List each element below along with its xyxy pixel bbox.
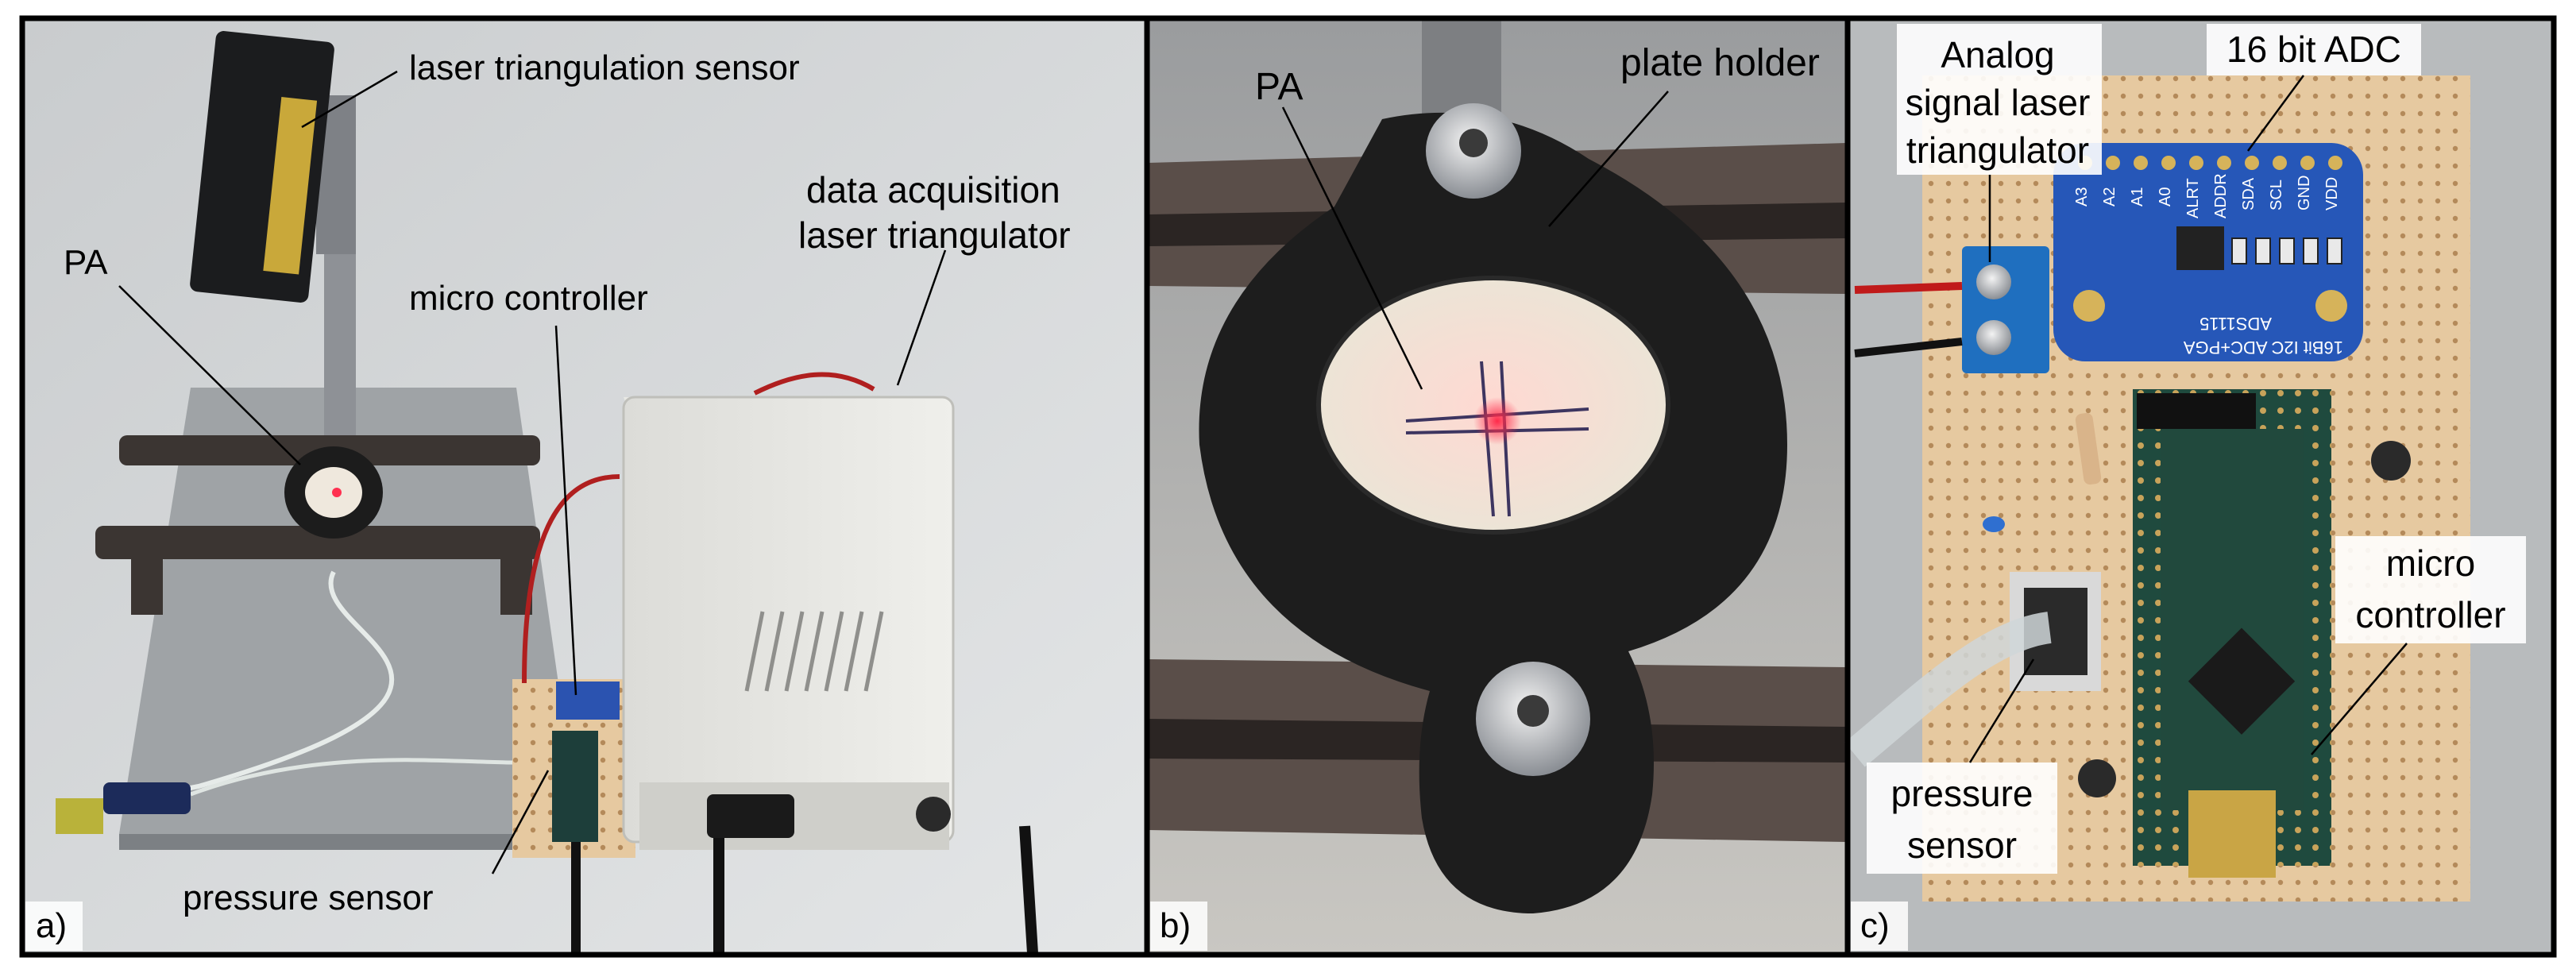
screw-top-hole bbox=[1459, 129, 1488, 157]
capacitor bbox=[2078, 759, 2116, 797]
cable-red-2 bbox=[753, 372, 875, 396]
label-micro: micro bbox=[2386, 542, 2475, 584]
plate-holder-rail-bottom bbox=[95, 526, 540, 559]
resistor bbox=[2075, 412, 2102, 485]
pin-label: ALRT bbox=[2184, 178, 2202, 218]
adc-pin-labels: VDD GND SCL SDA ADDR ALRT A0 A1 A2 A3 bbox=[2073, 173, 2341, 218]
label-laser-triangulator: laser triangulator bbox=[798, 214, 1071, 256]
terminal-block bbox=[1962, 246, 2049, 373]
panel-letter: a) bbox=[36, 906, 67, 945]
pin-label: A1 bbox=[2129, 187, 2146, 207]
rail-foot-left bbox=[131, 559, 163, 615]
label-analog: Analog bbox=[1941, 34, 2054, 75]
micro-controller-inner bbox=[2161, 429, 2304, 810]
panel-b-leader-lines bbox=[1281, 91, 1669, 390]
panel-c-leader-lines bbox=[1968, 75, 2408, 763]
wire-red bbox=[1854, 282, 1963, 294]
adc-chip-print-2: ADS1115 bbox=[2199, 314, 2272, 334]
daq-cable bbox=[713, 825, 1038, 954]
daq-connector bbox=[707, 794, 794, 838]
pin-label: A2 bbox=[2101, 187, 2118, 207]
label-16-bit-adc: 16 bit ADC bbox=[2226, 29, 2401, 70]
pin-label: GND bbox=[2296, 176, 2313, 210]
terminal-screw bbox=[1976, 320, 2011, 355]
capacitor bbox=[2371, 441, 2411, 481]
label-data-acquisition: data acquisition bbox=[806, 169, 1060, 210]
wire-black bbox=[1854, 338, 1963, 357]
adc-smd-parts bbox=[2231, 237, 2342, 264]
usb-connector bbox=[2188, 790, 2276, 878]
panel-c: VDD GND SCL SDA ADDR ALRT A0 A1 A2 A3 16… bbox=[1844, 20, 2552, 953]
data-acquisition-box bbox=[622, 396, 955, 844]
base-plate-edge bbox=[119, 834, 580, 850]
pressure-tube-2 bbox=[190, 758, 517, 797]
label-pa: PA bbox=[64, 243, 108, 282]
adc-chip bbox=[2176, 226, 2224, 270]
panel-b: PA plate holder b) bbox=[1149, 20, 1846, 953]
micro-controller-board bbox=[552, 731, 598, 842]
label-laser-triangulation-sensor: laser triangulation sensor bbox=[409, 48, 800, 87]
tube-fitting bbox=[103, 782, 191, 814]
label-pressure-sensor: pressure sensor bbox=[183, 878, 433, 917]
label-box-adc bbox=[2207, 24, 2421, 75]
adc-mount-hole bbox=[2315, 290, 2347, 322]
label-controller: controller bbox=[2355, 594, 2505, 635]
panel-a-leader-lines bbox=[118, 70, 947, 875]
adc-mount-hole bbox=[2073, 290, 2105, 322]
daq-vent-slots bbox=[744, 611, 884, 692]
label-box-analog bbox=[1897, 24, 2102, 175]
pin-label: SCL bbox=[2268, 180, 2285, 210]
label-sensor: sensor bbox=[1907, 824, 2017, 866]
panel-letter-box bbox=[1851, 902, 1908, 951]
label-triangulator: triangulator bbox=[1906, 129, 2089, 171]
adc-board bbox=[556, 681, 620, 720]
terminal-screw bbox=[1976, 264, 2011, 299]
screw-bottom-hole bbox=[1517, 695, 1549, 727]
pin-label: A3 bbox=[2073, 187, 2091, 207]
label-box-micro-controller bbox=[2335, 536, 2526, 643]
base-plate bbox=[119, 388, 580, 834]
pin-label: SDA bbox=[2240, 177, 2257, 210]
yellow-green-tape bbox=[56, 798, 103, 834]
laser-spot bbox=[1473, 397, 1521, 445]
panel-letter-box bbox=[1150, 902, 1207, 951]
panel-letter: b) bbox=[1160, 906, 1191, 945]
panel-letter-box bbox=[25, 902, 83, 951]
blue-capacitor bbox=[1983, 516, 2005, 532]
pin-label: ADDR bbox=[2212, 173, 2230, 218]
pin-label: A0 bbox=[2157, 187, 2174, 207]
panel-borders bbox=[19, 15, 2557, 958]
label-pressure: pressure bbox=[1891, 773, 2033, 814]
pa-laser-spot bbox=[332, 488, 342, 497]
laser-sensor-label-strip bbox=[263, 97, 318, 275]
daq-switch bbox=[916, 797, 951, 832]
panel-a: laser triangulation sensor PA micro cont… bbox=[24, 20, 1145, 954]
pin-label: VDD bbox=[2323, 177, 2341, 210]
label-plate-holder: plate holder bbox=[1620, 42, 1820, 84]
label-box-pressure-sensor bbox=[1867, 763, 2057, 874]
cable-red bbox=[522, 474, 620, 684]
adc-chip-print: 16Bit I2C ADC+PGA bbox=[2184, 338, 2343, 357]
pressure-tube bbox=[1844, 612, 2053, 767]
panel-letter: c) bbox=[1860, 906, 1890, 945]
label-micro-controller: micro controller bbox=[409, 279, 648, 318]
adc-pin-holes bbox=[2078, 156, 2342, 170]
label-pa: PA bbox=[1255, 66, 1303, 108]
sensor-stand-post bbox=[324, 230, 356, 445]
label-signal-laser: signal laser bbox=[1906, 82, 2091, 123]
pin-header bbox=[2137, 393, 2256, 429]
